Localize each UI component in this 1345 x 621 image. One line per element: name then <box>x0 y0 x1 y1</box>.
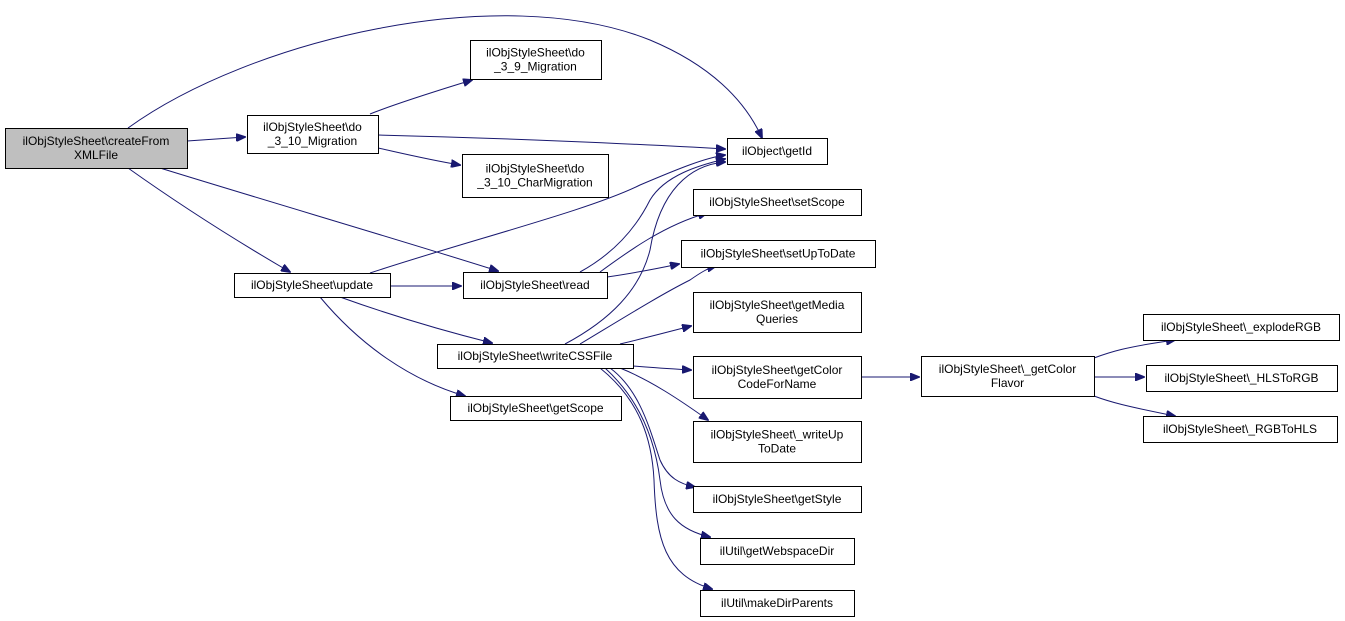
node-do_3_10_Migration[interactable]: ilObjStyleSheet\do_3_10_Migration <box>247 115 379 154</box>
node-box <box>700 590 855 617</box>
node-label: ilObjStyleSheet\_RGBToHLS <box>1163 422 1317 436</box>
node-box <box>1146 365 1338 392</box>
edge-do_3_10_Migration-to-do_3_10_CharMigration <box>377 147 460 165</box>
node-label: ilObjStyleSheet\getMedia <box>710 298 845 312</box>
node-explodeRGB[interactable]: ilObjStyleSheet\_explodeRGB <box>1143 314 1340 341</box>
node-label: Queries <box>756 312 798 326</box>
node-HLSToRGB[interactable]: ilObjStyleSheet\_HLSToRGB <box>1146 365 1338 392</box>
node-label: ilObjStyleSheet\getScope <box>467 401 603 415</box>
edge-writeCSSFile-to-writeUpToDate <box>619 367 708 420</box>
edge-writeCSSFile-to-getWebspaceDir <box>604 367 710 537</box>
node-label: _3_10_Migration <box>267 134 357 148</box>
node-label: ilObjStyleSheet\_writeUp <box>711 428 844 442</box>
node-box <box>700 538 855 565</box>
edge-update-to-getId <box>369 155 725 274</box>
edge-do_3_10_Migration-to-do_3_9_Migration <box>369 80 472 115</box>
edge-do_3_10_Migration-to-getId <box>377 134 725 149</box>
edge-read-to-setUpToDate <box>606 264 679 278</box>
edge-update-to-writeCSSFile <box>339 296 492 343</box>
edge-writeCSSFile-to-getId <box>564 162 725 345</box>
edge-read-to-setScope <box>599 213 707 273</box>
node-box <box>463 272 608 299</box>
node-box <box>681 240 876 268</box>
node-label: ToDate <box>758 442 796 456</box>
edge-createFromXMLFile-to-read <box>159 167 498 271</box>
node-label: ilObjStyleSheet\do <box>263 120 362 134</box>
nodes: ilObjStyleSheet\createFromXMLFileilObjSt… <box>5 40 1340 617</box>
node-read[interactable]: ilObjStyleSheet\read <box>463 272 608 299</box>
node-box <box>693 421 862 463</box>
node-label: ilObjStyleSheet\read <box>480 278 589 292</box>
edge-update-to-getScope <box>319 296 465 396</box>
node-update[interactable]: ilObjStyleSheet\update <box>234 273 391 298</box>
node-label: ilObjStyleSheet\_HLSToRGB <box>1164 371 1318 385</box>
node-box <box>234 273 391 298</box>
node-label: _3_9_Migration <box>493 60 577 74</box>
node-label: XMLFile <box>74 148 118 162</box>
node-box <box>437 344 634 369</box>
node-getWebspaceDir[interactable]: ilUtil\getWebspaceDir <box>700 538 855 565</box>
node-do_3_10_CharMigration[interactable]: ilObjStyleSheet\do_3_10_CharMigration <box>462 154 609 198</box>
edge-writeCSSFile-to-setUpToDate <box>579 266 716 345</box>
node-setUpToDate[interactable]: ilObjStyleSheet\setUpToDate <box>681 240 876 268</box>
node-box <box>1143 416 1338 443</box>
node-box <box>5 128 188 169</box>
node-label: CodeForName <box>738 377 817 391</box>
node-label: ilObjStyleSheet\setUpToDate <box>701 247 856 261</box>
node-label: ilObjStyleSheet\do <box>486 162 585 176</box>
node-box <box>693 486 862 513</box>
node-getStyle[interactable]: ilObjStyleSheet\getStyle <box>693 486 862 513</box>
node-setScope[interactable]: ilObjStyleSheet\setScope <box>693 189 862 216</box>
node-box <box>470 40 602 80</box>
node-label: _3_10_CharMigration <box>476 176 592 190</box>
node-writeCSSFile[interactable]: ilObjStyleSheet\writeCSSFile <box>437 344 634 369</box>
edges <box>127 15 1175 589</box>
node-label: ilUtil\getWebspaceDir <box>720 544 835 558</box>
node-box <box>921 356 1095 397</box>
node-label: Flavor <box>991 376 1024 390</box>
node-box <box>1143 314 1340 341</box>
node-do_3_9_Migration[interactable]: ilObjStyleSheet\do_3_9_Migration <box>470 40 602 80</box>
node-RGBToHLS[interactable]: ilObjStyleSheet\_RGBToHLS <box>1143 416 1338 443</box>
node-label: ilObjStyleSheet\getStyle <box>713 492 842 506</box>
node-label: ilObject\getId <box>742 144 812 158</box>
node-box <box>462 154 609 198</box>
node-label: ilObjStyleSheet\_explodeRGB <box>1161 320 1321 334</box>
node-box <box>247 115 379 154</box>
node-getId[interactable]: ilObject\getId <box>727 138 828 165</box>
node-label: ilObjStyleSheet\update <box>251 278 373 292</box>
node-label: ilObjStyleSheet\_getColor <box>939 362 1076 376</box>
edge-writeCSSFile-to-getMediaQueries <box>619 326 691 345</box>
edge-read-to-getId <box>579 159 725 273</box>
edge-writeCSSFile-to-makeDirParents <box>599 367 712 589</box>
edge-writeCSSFile-to-getColorCodeForName <box>632 366 691 370</box>
edge-getColorFlavor-to-RGBToHLS <box>1093 395 1175 416</box>
node-label: ilObjStyleSheet\writeCSSFile <box>458 349 613 363</box>
node-box <box>450 396 622 421</box>
node-label: ilObjStyleSheet\getColor <box>712 363 843 377</box>
node-label: ilUtil\makeDirParents <box>721 596 833 610</box>
node-makeDirParents[interactable]: ilUtil\makeDirParents <box>700 590 855 617</box>
node-box <box>727 138 828 165</box>
edge-writeCSSFile-to-getStyle <box>609 367 695 487</box>
edge-createFromXMLFile-to-update <box>127 167 290 272</box>
node-label: ilObjStyleSheet\do <box>486 46 585 60</box>
edge-createFromXMLFile-to-do_3_10_Migration <box>186 137 245 141</box>
node-box <box>693 189 862 216</box>
node-box <box>693 292 862 333</box>
edge-getColorFlavor-to-explodeRGB <box>1093 340 1175 359</box>
node-label: ilObjStyleSheet\createFrom <box>23 134 170 148</box>
node-box <box>693 356 862 399</box>
node-label: ilObjStyleSheet\setScope <box>709 195 845 209</box>
edge-createFromXMLFile-to-getId <box>127 15 762 138</box>
node-getScope[interactable]: ilObjStyleSheet\getScope <box>450 396 622 421</box>
